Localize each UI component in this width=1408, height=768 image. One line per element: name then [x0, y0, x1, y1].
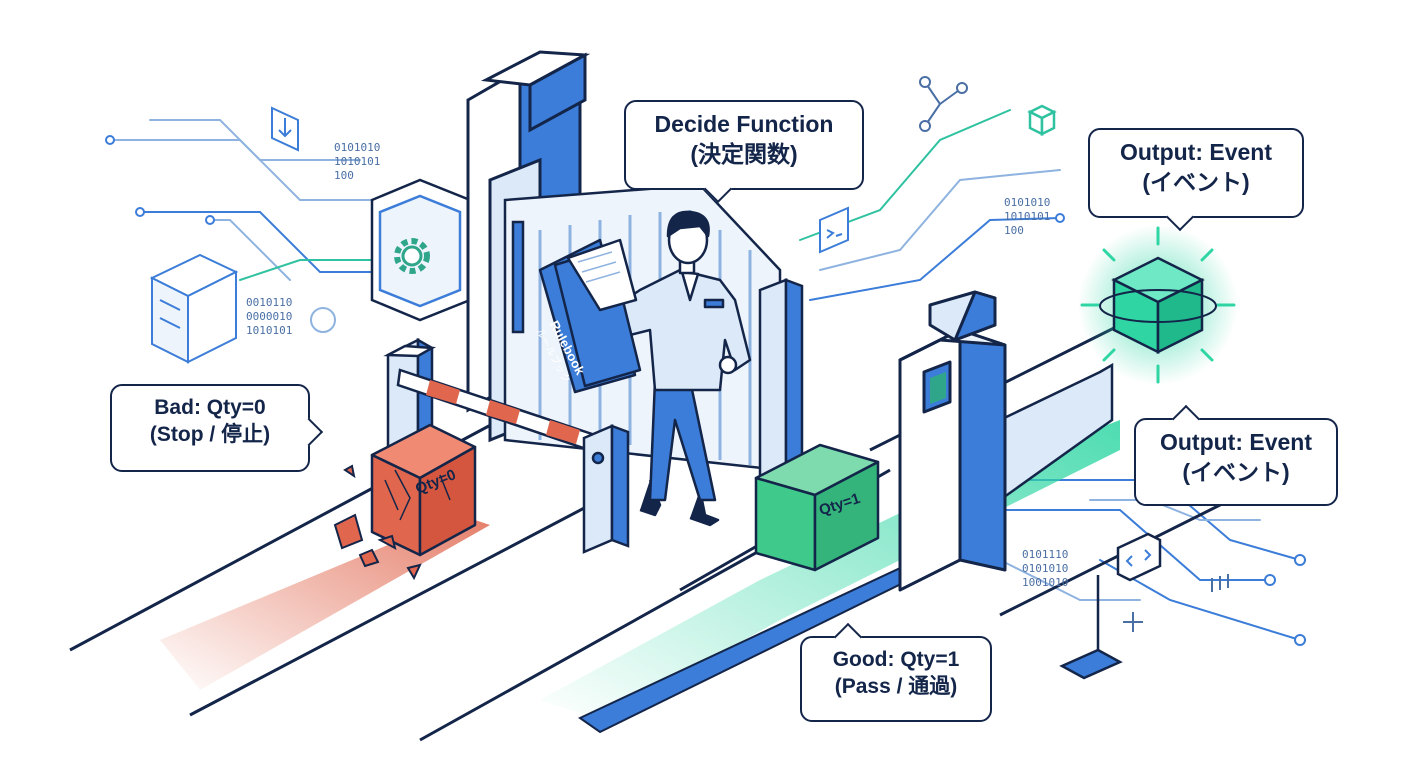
code-icon [1116, 532, 1162, 582]
decide-function-callout: Decide Function (決定関数) [624, 100, 864, 204]
scanner-tower [898, 290, 1007, 592]
output-event-callout-mid: Output: Event (イベント) [1134, 404, 1338, 506]
binary-text-bottom-right: 0101110 0101010 1001010 [1022, 548, 1069, 589]
output-event-title-top: Output: Event [1119, 139, 1273, 165]
signal-bars-icon [1211, 574, 1229, 592]
gear-icon [394, 238, 430, 274]
bad-qty-subtitle: (Stop / 停止) [149, 423, 271, 447]
good-qty-subtitle: (Pass / 通過) [834, 675, 958, 699]
box-debris [333, 464, 422, 581]
good-box [754, 443, 880, 572]
rulebook [538, 238, 642, 394]
control-panel [370, 178, 472, 322]
server-cabinet-icon [149, 253, 239, 364]
output-event-cube [1078, 225, 1238, 385]
output-event-callout-top: Output: Event (イベント) [1088, 128, 1304, 232]
bad-qty-callout: Bad: Qty=0 (Stop / 停止) [110, 384, 324, 472]
right-gate-post [758, 278, 804, 482]
binary-text-top-left: 0101010 1010101 100 [334, 141, 381, 182]
decide-function-title: Decide Function [654, 111, 834, 137]
output-event-subtitle-mid: (イベント) [1182, 458, 1290, 485]
binary-text-left: 0010110 0000010 1010101 [246, 296, 293, 337]
plus-icon [1123, 612, 1143, 632]
terminal-icon [819, 206, 849, 254]
output-event-subtitle-top: (イベント) [1142, 168, 1250, 195]
bad-box [370, 423, 477, 557]
good-qty-title: Good: Qty=1 [832, 648, 960, 671]
cube-icon [1027, 104, 1057, 137]
output-event-title-mid: Output: Event [1159, 429, 1313, 455]
branch-icon [919, 76, 968, 132]
binary-text-top-right: 0101010 1010101 100 [1004, 196, 1051, 237]
decide-function-subtitle: (決定関数) [690, 140, 798, 167]
bad-qty-title: Bad: Qty=0 [154, 396, 266, 419]
good-qty-callout: Good: Qty=1 (Pass / 通過) [800, 622, 992, 722]
red-stop-trail [160, 515, 490, 690]
flag-post [1059, 575, 1123, 680]
worker-figure [603, 210, 752, 527]
circuit-nodes [105, 135, 1306, 646]
download-icon [271, 106, 299, 152]
